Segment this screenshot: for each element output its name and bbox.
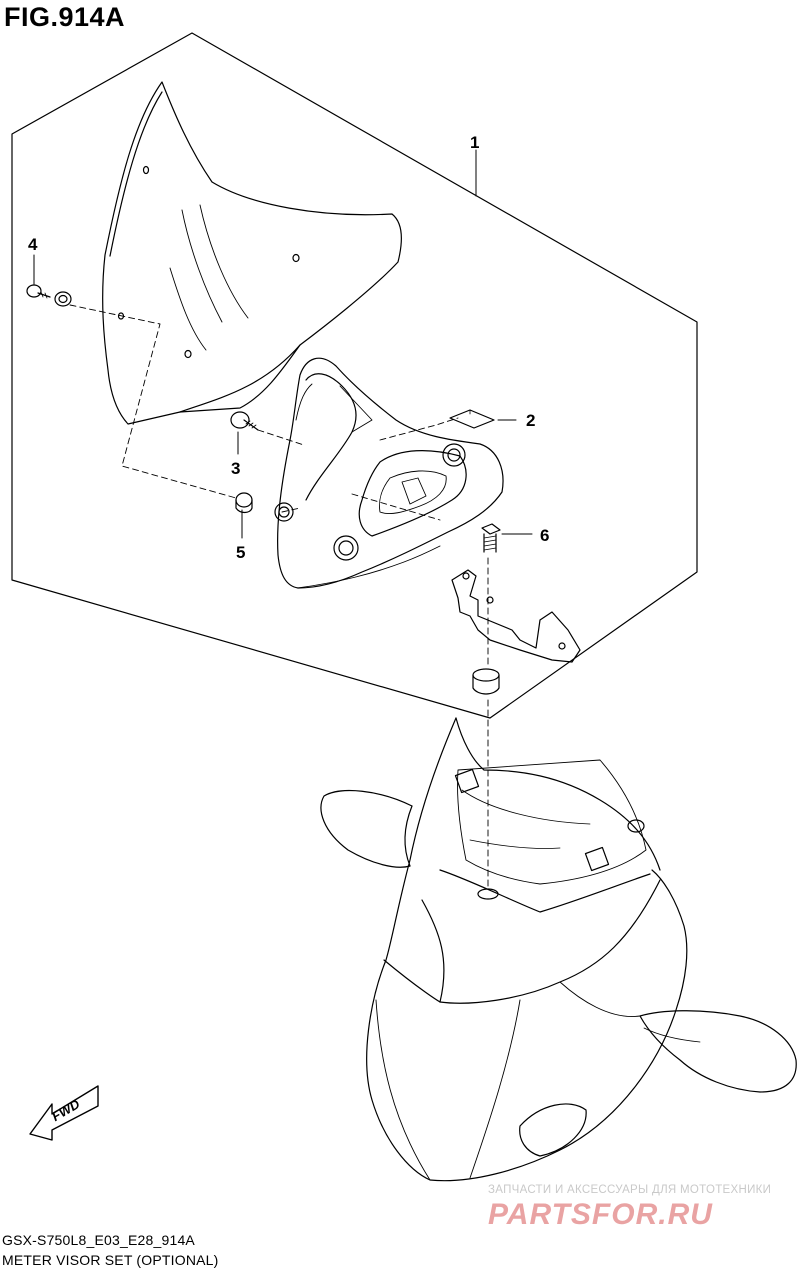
screw-part-4 bbox=[26, 284, 72, 307]
watermark-tagline: ЗАПЧАСТИ И АКСЕССУАРЫ ДЛЯ МОТОТЕХНИКИ bbox=[488, 1184, 772, 1196]
callout-1: 1 bbox=[470, 133, 479, 152]
fwd-arrow-icon: FWD bbox=[29, 1085, 99, 1141]
callout-2: 2 bbox=[526, 411, 535, 430]
front-cowl-assembly bbox=[320, 717, 797, 1182]
callout-leaders bbox=[33, 149, 533, 539]
callout-6: 6 bbox=[540, 526, 549, 545]
windscreen-part bbox=[102, 81, 402, 425]
callout-5: 5 bbox=[236, 543, 245, 562]
watermark-brand: PARTSFOR.RU bbox=[488, 1198, 713, 1231]
collar-part-5 bbox=[235, 492, 253, 514]
cushion-pad-part bbox=[449, 409, 495, 429]
drawing-code: GSX-S750L8_E03_E28_914A bbox=[2, 1232, 195, 1248]
callout-4: 4 bbox=[28, 235, 38, 254]
callout-3: 3 bbox=[231, 459, 240, 478]
bolt-part-6 bbox=[481, 523, 501, 553]
drawing-caption: METER VISOR SET (OPTIONAL) bbox=[2, 1252, 219, 1268]
lower-stay-bracket bbox=[451, 569, 581, 663]
kit-boundary-frame bbox=[11, 32, 698, 719]
assembly-guide-lines bbox=[69, 304, 489, 891]
callout-numbers: 1 2 3 4 5 6 bbox=[28, 133, 549, 562]
figure-title: FIG.914A bbox=[4, 2, 126, 32]
screw-part-3 bbox=[230, 411, 259, 431]
visor-bracket-part bbox=[274, 357, 504, 589]
rubber-grommet bbox=[472, 668, 500, 695]
